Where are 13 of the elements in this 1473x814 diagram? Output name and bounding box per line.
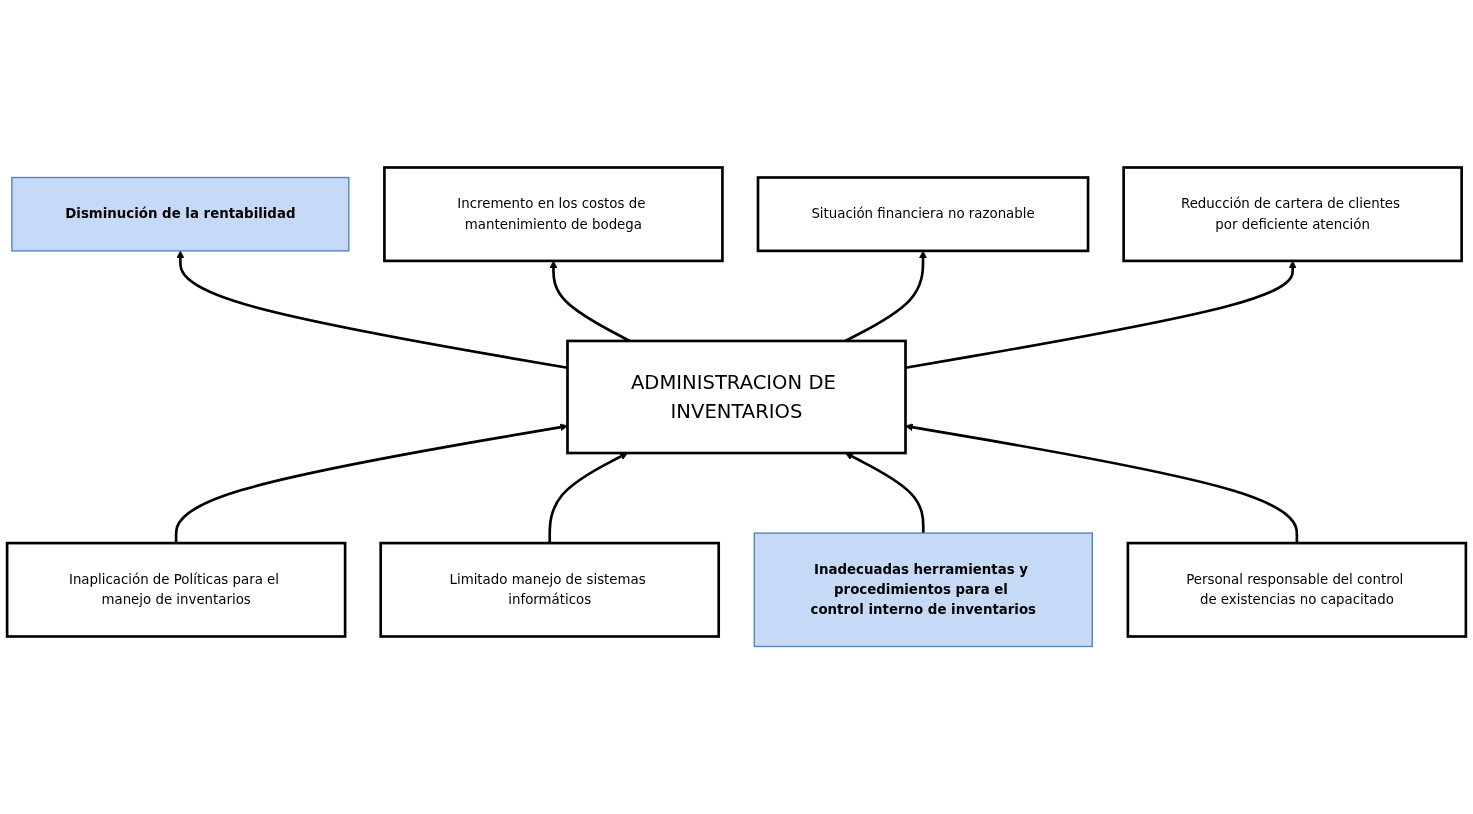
node-box: Reducción de cartera de clientes por deficiente atención <box>1122 166 1463 263</box>
node-box: Situación financiera no razonable <box>756 176 1090 253</box>
node-box: Disminución de la rentabilidad <box>11 176 350 252</box>
node-box: ADMINISTRACION DE INVENTARIOS <box>566 339 907 455</box>
node-box: Incremento en los costos de mantenimiento de bodega <box>383 166 724 263</box>
arrow <box>905 423 1299 544</box>
node-box: Personal responsable del control de existencias no capacitado <box>1126 541 1468 638</box>
arrow <box>176 250 568 370</box>
arrow <box>905 260 1297 370</box>
node-box: Inadecuadas herramientas y procedimientos para el control interno de inventarios <box>753 532 1093 648</box>
node-box: Limitado manejo de sistemas informáticos <box>379 541 721 638</box>
node-box: Inaplicación de Políticas para el manejo de inventarios <box>5 541 347 638</box>
arrow <box>174 423 568 544</box>
